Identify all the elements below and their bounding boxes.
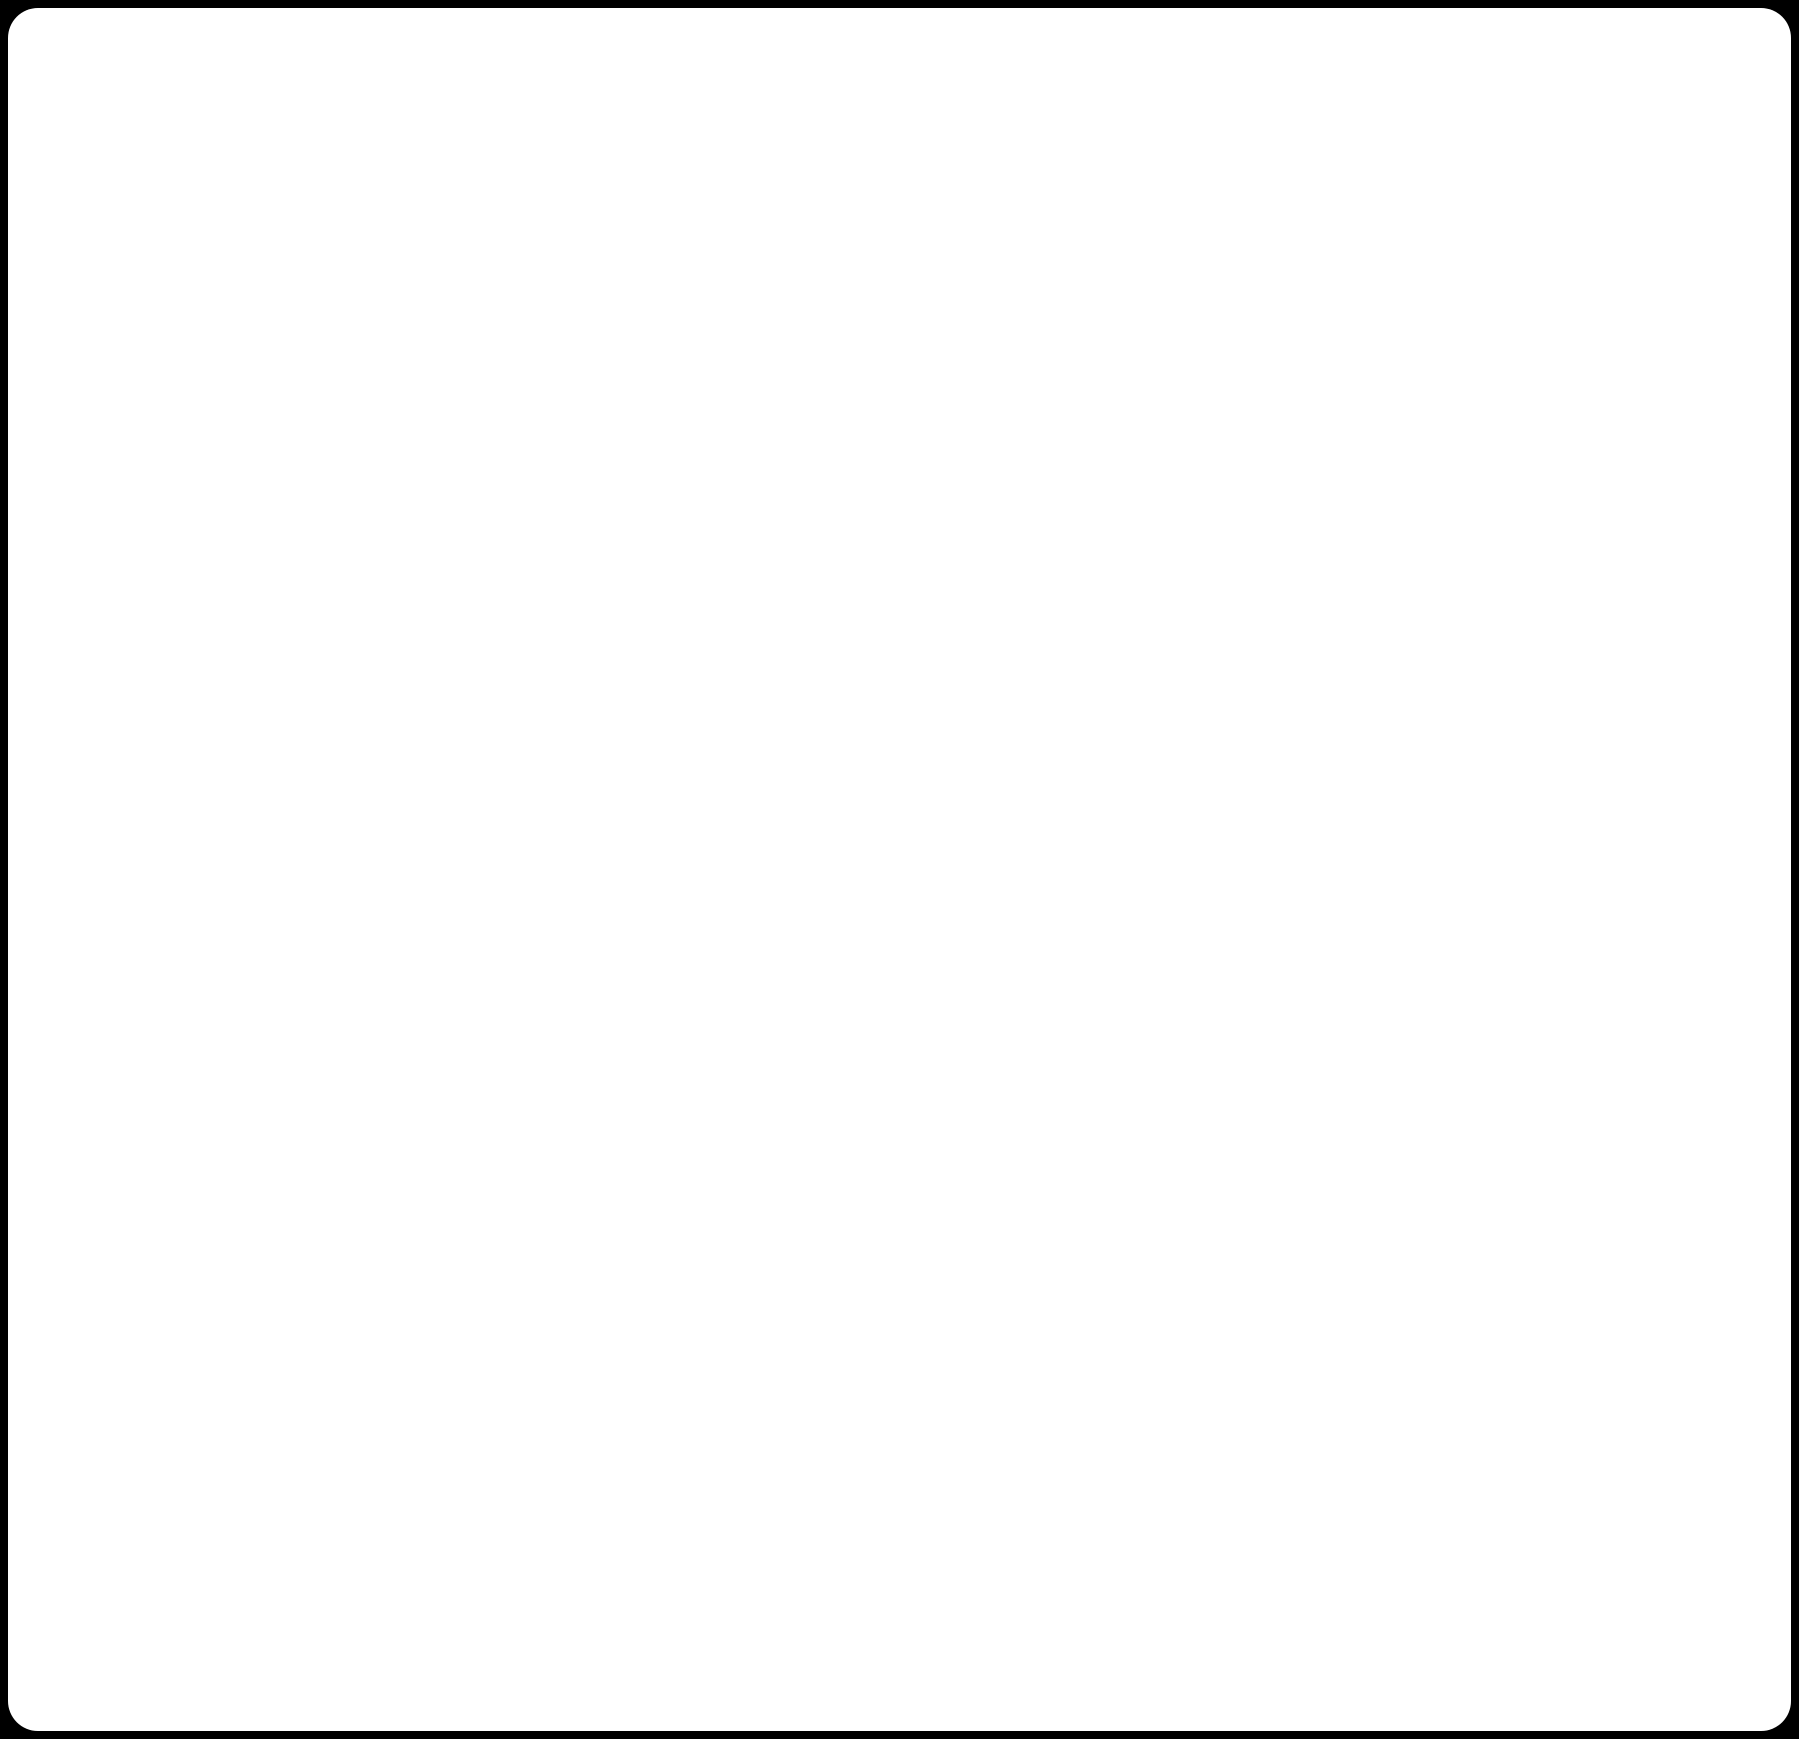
embedding-scatter-plot: [200, 1230, 680, 1570]
panel-b-footprint-mesh: [1230, 40, 1750, 370]
panel-a-footprint-surface: [680, 40, 1160, 370]
panel-e-building-wireframe: [700, 690, 1180, 1190]
scatter-legend: [230, 1588, 850, 1728]
panel-d-triangulated-footprint: [1240, 380, 1720, 710]
panel-f-building-wireframe-dense: [1230, 690, 1730, 1190]
pipeline-flowchart: [0, 0, 790, 1230]
confusion-matrix: [850, 1250, 1799, 1735]
paper-panel: [8, 8, 1791, 1731]
panel-c-point-grid: [700, 380, 1160, 710]
